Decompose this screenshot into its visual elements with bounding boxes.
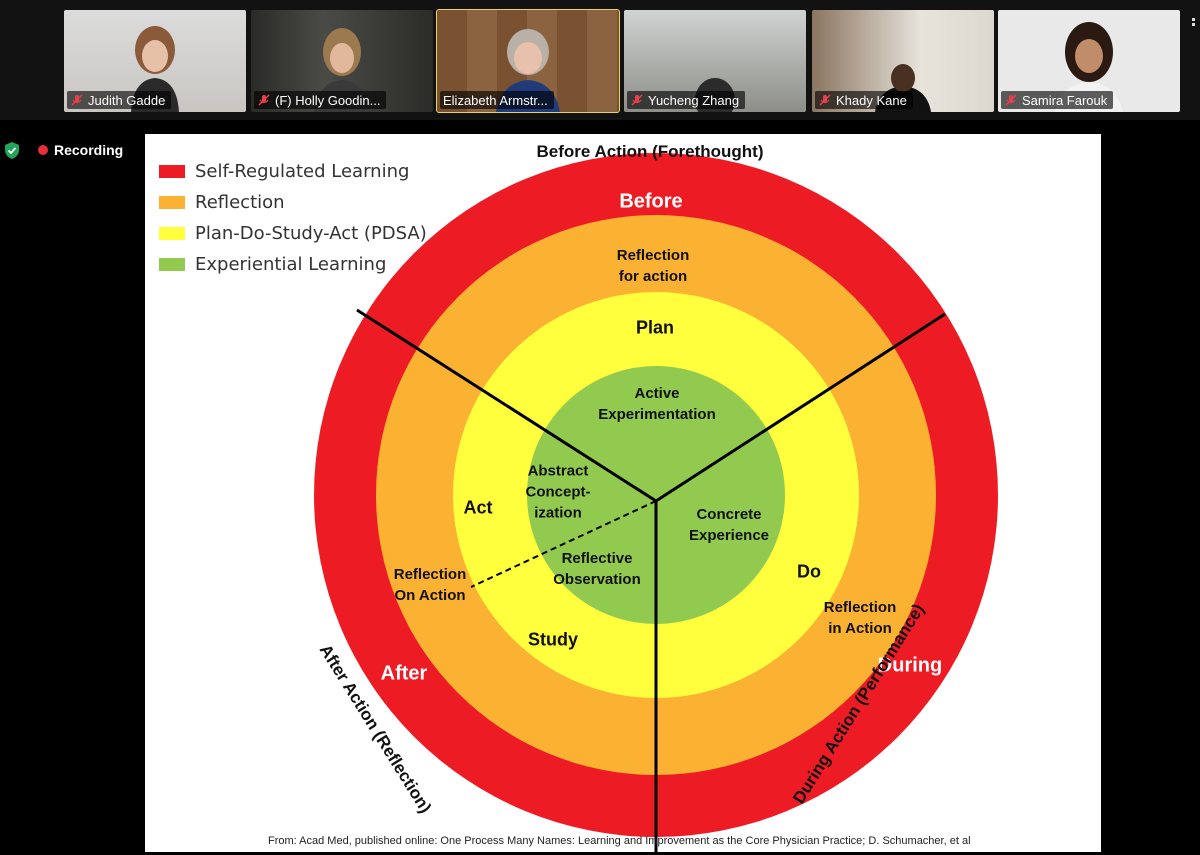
participant-nameplate: Judith Gadde <box>67 91 172 109</box>
legend-item: Plan-Do-Study-Act (PDSA) <box>159 218 427 249</box>
legend-swatch <box>159 258 185 271</box>
label-line: Reflection <box>616 247 690 264</box>
participant-video-icon <box>1055 22 1123 112</box>
label-after: After <box>380 662 428 685</box>
divider-line-right <box>655 312 946 503</box>
label-reflection-in-action: Reflection in Action <box>824 597 897 639</box>
diagram-legend: Self-Regulated Learning Reflection Plan-… <box>159 156 427 280</box>
label-line: Abstract <box>527 462 589 480</box>
label-line: Experimentation <box>598 406 716 423</box>
label-line: Reflection <box>823 599 897 616</box>
participant-nameplate: Khady Kane <box>815 91 913 109</box>
participant-tile-active-speaker[interactable]: Elizabeth Armstr... <box>436 9 620 113</box>
legend-label: Plan-Do-Study-Act (PDSA) <box>195 223 427 244</box>
source-citation: From: Acad Med, published online: One Pr… <box>268 835 971 847</box>
recording-dot-icon <box>38 145 48 155</box>
label-concrete-experience: Concrete Experience <box>689 504 769 546</box>
legend-swatch <box>159 165 185 178</box>
legend-label: Experiential Learning <box>195 254 387 275</box>
participant-tile[interactable]: Samira Farouk <box>998 10 1180 112</box>
shared-slide: Self-Regulated Learning Reflection Plan-… <box>145 134 1101 852</box>
participant-nameplate: (F) Holly Goodin... <box>254 91 387 109</box>
legend-item: Self-Regulated Learning <box>159 156 427 187</box>
label-line: Experience <box>688 527 770 544</box>
participant-tile[interactable]: Khady Kane <box>812 10 994 112</box>
label-act: Act <box>463 497 493 518</box>
label-line: Observation <box>553 571 641 588</box>
mic-muted-icon <box>258 94 270 106</box>
label-line: Reflection <box>393 566 467 583</box>
participant-nameplate: Elizabeth Armstr... <box>440 91 554 109</box>
legend-item: Reflection <box>159 187 427 218</box>
label-before: Before <box>619 190 683 213</box>
label-line: ization <box>534 504 582 522</box>
recording-label: Recording <box>54 142 124 158</box>
more-options-icon[interactable] <box>1188 16 1200 30</box>
label-line: in Action <box>828 620 892 637</box>
label-reflective-observation: Reflective Observation <box>553 548 641 590</box>
participant-tile[interactable]: (F) Holly Goodin... <box>251 10 433 112</box>
participant-name: Khady Kane <box>836 92 907 108</box>
mic-muted-icon <box>819 94 831 106</box>
participant-nameplate: Yucheng Zhang <box>627 91 746 109</box>
label-active-experimentation: Active Experimentation <box>598 383 716 425</box>
label-line: On Action <box>394 587 466 604</box>
legend-label: Self-Regulated Learning <box>195 161 410 182</box>
diagram-title: Before Action (Forethought) <box>536 142 764 161</box>
legend-item: Experiential Learning <box>159 249 427 280</box>
label-study: Study <box>527 629 579 650</box>
label-during: During <box>877 654 943 677</box>
participant-name: Samira Farouk <box>1022 92 1108 108</box>
learning-cycle-diagram <box>314 153 998 852</box>
participant-tile[interactable]: Yucheng Zhang <box>624 10 806 112</box>
participant-name: (F) Holly Goodin... <box>275 92 381 108</box>
label-plan: Plan <box>635 317 675 338</box>
label-line: Reflective <box>561 550 633 567</box>
label-abstract-conceptualization: Abstract Concept- ization <box>526 461 591 524</box>
label-reflection-on-action: Reflection On Action <box>394 564 467 606</box>
label-reflection-for-action: Reflection for action <box>617 245 690 287</box>
recording-indicator[interactable]: Recording <box>38 142 123 158</box>
mic-muted-icon <box>631 94 643 106</box>
label-do: Do <box>797 561 821 582</box>
legend-swatch <box>159 227 185 240</box>
ring-experiential-learning <box>527 366 785 624</box>
divider-line-dashed <box>470 500 657 588</box>
legend-label: Reflection <box>195 192 285 213</box>
divider-line-left <box>356 308 657 503</box>
participant-name: Yucheng Zhang <box>648 92 740 108</box>
participant-name: Judith Gadde <box>88 92 166 108</box>
mic-muted-icon <box>71 94 83 106</box>
mic-muted-icon <box>1005 94 1017 106</box>
participant-strip: Judith Gadde (F) Holly Goodin... Elizabe… <box>0 0 1200 120</box>
label-line: for action <box>618 268 688 285</box>
label-line: Concept- <box>525 483 591 501</box>
shield-check-icon[interactable] <box>4 142 20 159</box>
legend-swatch <box>159 196 185 209</box>
label-line: Active <box>634 385 680 402</box>
label-line: Concrete <box>696 506 762 523</box>
participant-name: Elizabeth Armstr... <box>443 92 548 108</box>
participant-nameplate: Samira Farouk <box>1001 91 1114 109</box>
participant-tile[interactable]: Judith Gadde <box>64 10 246 112</box>
